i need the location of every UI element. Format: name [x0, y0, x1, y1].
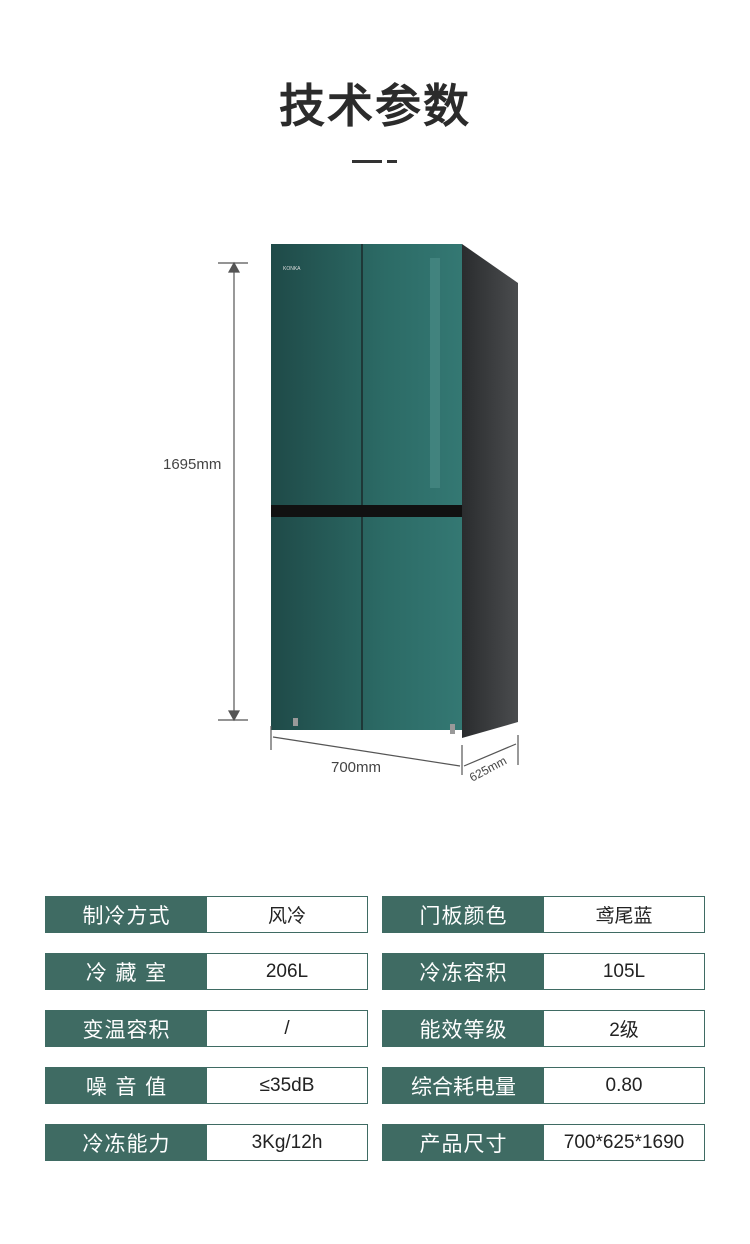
spec-value: 206L — [207, 954, 367, 989]
brand-logo: KONKA — [283, 266, 301, 272]
fridge-handle-band — [271, 505, 462, 517]
spec-value: / — [207, 1011, 367, 1046]
width-dimension — [270, 726, 519, 775]
fridge-side — [462, 244, 518, 738]
spec-label: 综合耗电量 — [383, 1068, 544, 1103]
spec-label: 门板颜色 — [383, 897, 544, 932]
title-underline-dot — [387, 160, 397, 163]
height-dimension — [218, 261, 248, 722]
spec-value: 风冷 — [207, 897, 367, 932]
page-title: 技术参数 — [279, 79, 471, 133]
spec-label: 变温容积 — [46, 1011, 207, 1046]
spec-value: 3Kg/12h — [207, 1125, 367, 1160]
spec-label: 制冷方式 — [46, 897, 207, 932]
spec-row: 变温容积/ — [45, 1010, 368, 1047]
spec-label: 能效等级 — [383, 1011, 544, 1046]
spec-value: ≤35dB — [207, 1068, 367, 1103]
spec-label: 产品尺寸 — [383, 1125, 544, 1160]
spec-row: 门板颜色鸢尾蓝 — [382, 896, 705, 933]
spec-value: 2级 — [544, 1011, 704, 1046]
spec-label: 冷冻能力 — [46, 1125, 207, 1160]
title-underline — [352, 160, 382, 163]
spec-label: 噪 音 值 — [46, 1068, 207, 1103]
spec-value: 0.80 — [544, 1068, 704, 1103]
spec-row: 制冷方式风冷 — [45, 896, 368, 933]
fridge-image — [218, 244, 519, 775]
height-label: 1695mm — [163, 456, 222, 473]
spec-value: 鸢尾蓝 — [544, 897, 704, 932]
spec-value: 105L — [544, 954, 704, 989]
spec-row: 噪 音 值≤35dB — [45, 1067, 368, 1104]
spec-label: 冷冻容积 — [383, 954, 544, 989]
width-label: 700mm — [331, 759, 382, 776]
spec-label: 冷 藏 室 — [46, 954, 207, 989]
fridge-front — [271, 244, 462, 730]
spec-value: 700*625*1690 — [544, 1125, 704, 1160]
